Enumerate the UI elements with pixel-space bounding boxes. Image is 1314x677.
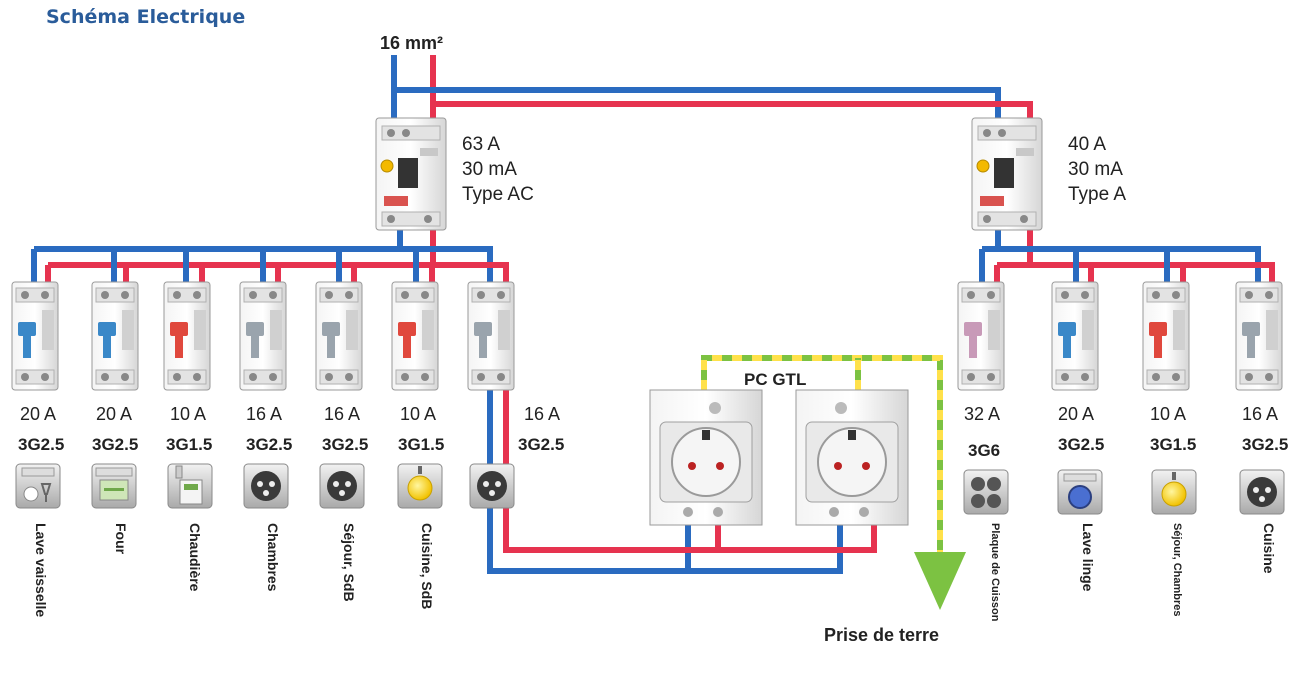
dishwasher-icon [15, 463, 61, 509]
breaker-module [315, 281, 363, 391]
breaker-module [11, 281, 59, 391]
earth-arrow-icon [914, 552, 966, 610]
circuit-label: Cuisine, SdB [419, 523, 435, 609]
breaker-module [239, 281, 287, 391]
rcd-2-sensitivity: 30 mA [1068, 159, 1123, 180]
rcd-2-labels: 40 A 30 mA Type A [1068, 134, 1126, 205]
breaker-rating: 32 A [964, 404, 1000, 424]
breaker-handle [18, 322, 36, 336]
breaker-handle [1149, 322, 1167, 336]
breaker-rating: 20 A [96, 404, 132, 424]
rcd-2-type: Type A [1068, 184, 1126, 205]
breaker-module [1051, 281, 1099, 391]
breaker-handle [964, 322, 982, 336]
breaker-rating: 10 A [1150, 404, 1186, 424]
cable-section: 3G2.5 [18, 435, 64, 454]
circuit-label: Chaudière [187, 523, 203, 592]
circuit-label: Cuisine [1261, 523, 1277, 574]
breaker-module [163, 281, 211, 391]
light-icon [397, 463, 443, 509]
cable-section: 3G2.5 [92, 435, 138, 454]
socket-icon [1239, 469, 1285, 515]
feed-section-label: 16 mm² [380, 33, 443, 53]
breaker-rating: 16 A [246, 404, 282, 424]
socket-icon [319, 463, 365, 509]
rcd-1-type: Type AC [462, 184, 534, 205]
rcd-module-2 [971, 117, 1043, 231]
breaker-rating: 16 A [1242, 404, 1278, 424]
cable-section: 3G2.5 [246, 435, 292, 454]
breaker-handle [474, 322, 492, 336]
cable-section: 3G2.5 [1242, 435, 1288, 454]
breaker-handle [1058, 322, 1076, 336]
oven-icon [91, 463, 137, 509]
rcd-2-rating: 40 A [1068, 134, 1106, 155]
cable-section: 3G2.5 [518, 435, 564, 454]
breaker-module [1142, 281, 1190, 391]
circuit-label: Four [113, 523, 129, 555]
breaker-module [467, 281, 515, 391]
breaker-rating: 20 A [1058, 404, 1094, 424]
gtl-socket-2 [795, 389, 909, 526]
circuit-label: Chambres [265, 523, 281, 592]
rcd-1-labels: 63 A 30 mA Type AC [462, 134, 534, 205]
breaker-module [91, 281, 139, 391]
page-title: Schéma Electrique [46, 6, 246, 28]
cable-section: 3G2.5 [1058, 435, 1104, 454]
breaker-handle [1242, 322, 1260, 336]
circuit-label: Lave vaisselle [33, 523, 49, 617]
circuit-label: Séjour, SdB [341, 523, 357, 602]
breaker-module [957, 281, 1005, 391]
rcd-1-sensitivity: 30 mA [462, 159, 517, 180]
cable-section: 3G2.5 [322, 435, 368, 454]
circuit-label: Séjour, Chambres [1171, 523, 1183, 617]
breaker-rating: 16 A [524, 404, 560, 424]
breaker-handle [322, 322, 340, 336]
breaker-handle [170, 322, 188, 336]
breaker-handle [398, 322, 416, 336]
breaker-handle [246, 322, 264, 336]
breaker-rating: 20 A [20, 404, 56, 424]
earth-label: Prise de terre [824, 625, 939, 645]
breaker-column-7: 16 A 3G2.5 [467, 281, 564, 509]
socket-icon [243, 463, 289, 509]
breaker-module [1235, 281, 1283, 391]
gtl-socket-1 [649, 389, 763, 526]
rcd-module-1 [375, 117, 447, 231]
pc-gtl-label: PC GTL [744, 370, 806, 389]
breaker-rating: 16 A [324, 404, 360, 424]
breaker-rating: 10 A [170, 404, 206, 424]
cable-section: 3G1.5 [1150, 435, 1196, 454]
cooktop-icon [963, 469, 1009, 515]
breaker-rating: 10 A [400, 404, 436, 424]
boiler-icon [167, 463, 213, 509]
circuit-label: Plaque de Cuisson [989, 523, 1001, 622]
cable-section: 3G1.5 [166, 435, 212, 454]
light-icon [1151, 469, 1197, 515]
circuit-label: Lave linge [1080, 523, 1096, 592]
breaker-handle [98, 322, 116, 336]
breaker-module [391, 281, 439, 391]
cable-section: 3G1.5 [398, 435, 444, 454]
washing-machine-icon [1057, 469, 1103, 515]
socket-icon [469, 463, 515, 509]
cable-section: 3G6 [968, 441, 1000, 460]
rcd-1-rating: 63 A [462, 134, 500, 155]
